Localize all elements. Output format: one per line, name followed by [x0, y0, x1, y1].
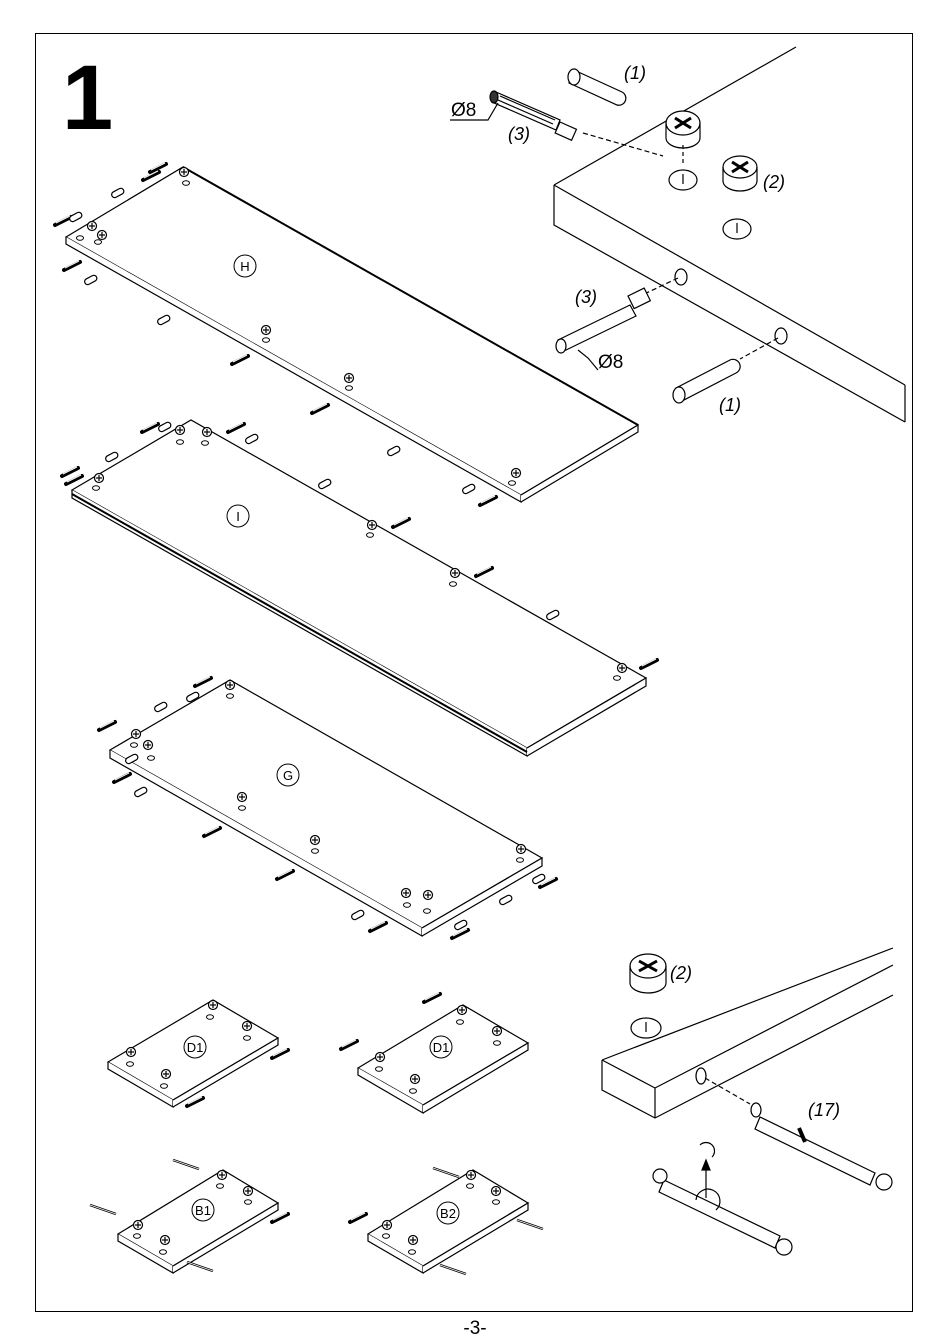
cam-bolt-icon: [556, 288, 650, 353]
label-shelf-pin: (17): [808, 1100, 840, 1120]
cam-dowel-icon: [568, 69, 626, 105]
panel-d1-left-label: D1: [187, 1040, 204, 1055]
panel-i-label: I: [236, 509, 240, 524]
label-cam-lock-detail: (2): [670, 963, 692, 983]
label-cam-dowel-top: (1): [624, 63, 646, 83]
panel-b2-label: B2: [440, 1206, 456, 1221]
panel-g-label: G: [283, 768, 293, 783]
cam-lock-icon: [630, 954, 666, 993]
shelf-pin-assembled-icon: [653, 1169, 792, 1255]
label-cam-bolt-top: (3): [508, 124, 530, 144]
label-diameter-top: Ø8: [451, 100, 476, 121]
label-cam-dowel-bottom: (1): [719, 395, 741, 415]
panel-b1: [118, 1170, 278, 1273]
detail-shelf-pin: [602, 948, 893, 1255]
label-cam-lock-top: (2): [763, 172, 785, 192]
cam-lock-icon: [666, 111, 700, 148]
label-diameter-bottom: Ø8: [598, 352, 623, 373]
label-cam-bolt-bottom: (3): [575, 287, 597, 307]
panel-d1-right-label: D1: [433, 1040, 450, 1055]
cam-lock-icon: [723, 156, 757, 191]
cam-bolt-icon: [490, 91, 576, 140]
panel-b1-label: B1: [195, 1203, 211, 1218]
panel-h-label: H: [240, 259, 249, 274]
